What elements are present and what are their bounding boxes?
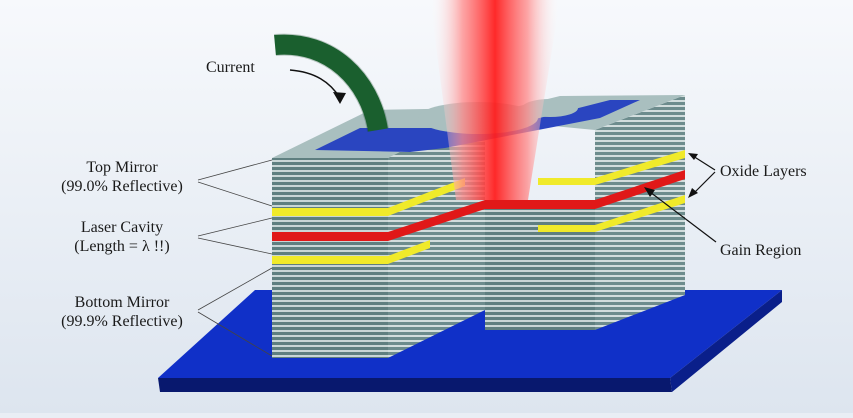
oxide-layer-top-center	[538, 178, 595, 185]
label-bottom-mirror: Bottom Mirror (99.9% Reflective)	[44, 293, 200, 331]
gain-region-right-side	[595, 170, 685, 209]
leader-oxide-a-head	[688, 153, 698, 160]
label-oxide-layers: Oxide Layers	[720, 163, 807, 180]
oxide-layer-top-left-side	[388, 178, 465, 216]
leader-oxide-b-head	[688, 188, 698, 198]
gain-region-front	[272, 232, 388, 241]
oxide-layer-bottom-left	[272, 256, 388, 264]
oxide-layer-bottom-left-side	[388, 240, 430, 264]
label-bottom-mirror-line2: (99.9% Reflective)	[61, 313, 183, 330]
leader-top-mirror-b	[197, 181, 273, 207]
oxide-layer-bottom-right-side	[595, 195, 685, 232]
leader-laser-cavity-b	[197, 237, 273, 255]
label-top-mirror-line2: (99.0% Reflective)	[61, 178, 183, 195]
substrate-front-edge	[158, 378, 672, 392]
label-top-mirror: Top Mirror (99.0% Reflective)	[44, 158, 200, 196]
current-wire	[274, 34, 388, 132]
center-block-front	[485, 205, 595, 330]
oxide-layer-top-right-side	[595, 150, 685, 185]
label-current: Current	[206, 59, 255, 76]
laser-beam	[430, 0, 560, 200]
label-laser-cavity-line1: Laser Cavity	[80, 219, 164, 236]
label-gain-region: Gain Region	[720, 242, 802, 259]
leader-bottom-mirror-a	[197, 267, 273, 311]
leader-laser-cavity-a	[197, 217, 273, 237]
top-contact	[315, 100, 640, 152]
gain-region-center	[485, 200, 595, 209]
oxide-layer-bottom-center	[538, 225, 595, 232]
leader-gain-head	[644, 187, 655, 197]
leader-oxide-a	[692, 155, 716, 171]
current-arrowhead	[333, 92, 346, 104]
oxide-layer-top-left	[272, 208, 388, 216]
label-laser-cavity-line2: (Length = λ !!)	[74, 238, 170, 255]
label-bottom-mirror-line1: Bottom Mirror	[74, 294, 170, 311]
leader-gain	[649, 191, 717, 243]
gain-region-side	[388, 200, 485, 241]
current-wire-outline	[274, 33, 389, 133]
leader-bottom-mirror-b	[197, 311, 273, 357]
leader-oxide-b	[692, 171, 716, 195]
label-laser-cavity: Laser Cavity (Length = λ !!)	[44, 218, 200, 256]
label-top-mirror-line1: Top Mirror	[86, 159, 158, 176]
leader-top-mirror-a	[197, 159, 273, 181]
substrate-right-edge	[670, 290, 782, 392]
